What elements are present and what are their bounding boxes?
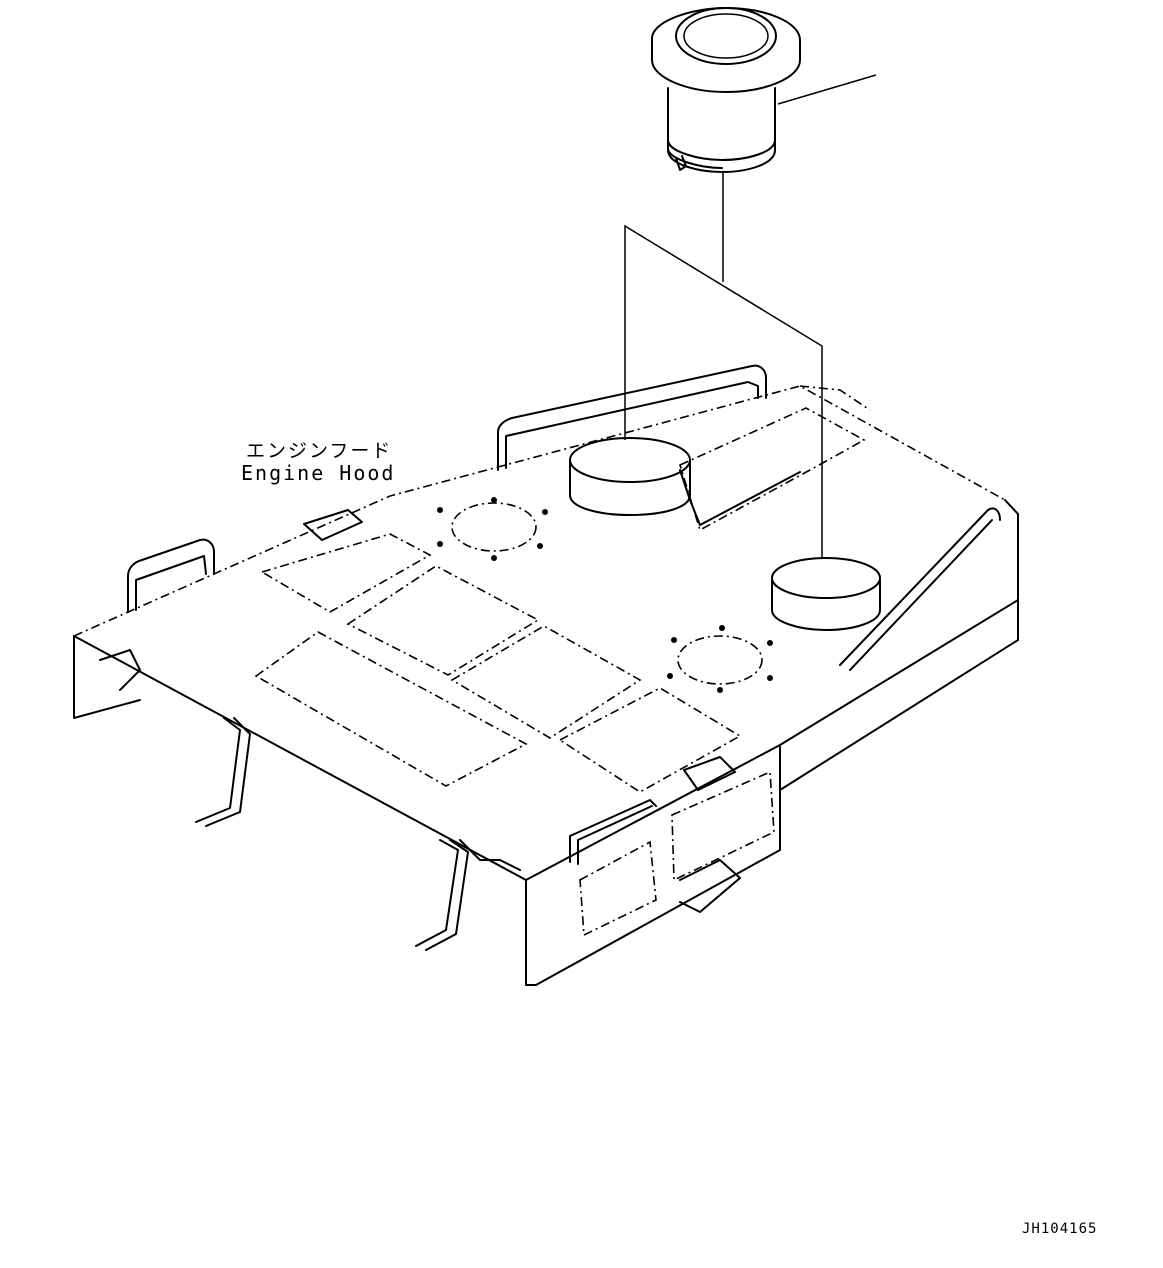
part-label-english: Engine Hood <box>241 461 396 485</box>
drawing-number: JH104165 <box>1022 1221 1098 1237</box>
cap-assembly <box>624 7 877 557</box>
engine-hood <box>73 364 1019 986</box>
part-label-japanese: エンジンフード <box>246 440 393 462</box>
